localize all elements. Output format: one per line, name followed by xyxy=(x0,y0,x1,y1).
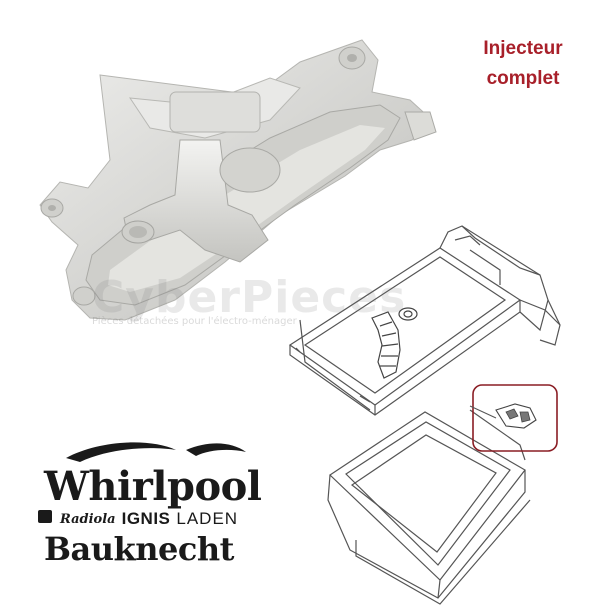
exploded-diagram-upper xyxy=(288,225,561,416)
whirlpool-logo-mark xyxy=(66,442,246,462)
brand-whirlpool: Whirlpool xyxy=(44,463,262,510)
brand-ignis: IGNIS xyxy=(121,509,171,528)
brand-row: Radiola IGNIS LADEN xyxy=(40,509,238,529)
radiola-logo-mark xyxy=(38,510,52,523)
watermark-brand: CyberPieces xyxy=(92,272,407,323)
product-title-line2: complet xyxy=(486,68,560,89)
exploded-diagram-lower xyxy=(299,319,531,605)
injector-photo xyxy=(39,39,437,321)
product-title-line1: Injecteur xyxy=(483,38,563,59)
product-title: Injecteur complet xyxy=(448,34,598,94)
brand-bauknecht: Bauknecht xyxy=(44,530,234,568)
injector-highlight-box xyxy=(469,384,558,452)
brand-radiola: Radiola xyxy=(60,511,116,527)
watermark-tagline: Pièces détachées pour l'électro-ménager xyxy=(92,316,297,327)
brand-laden: LADEN xyxy=(176,509,239,528)
exploded-hose xyxy=(371,307,418,379)
